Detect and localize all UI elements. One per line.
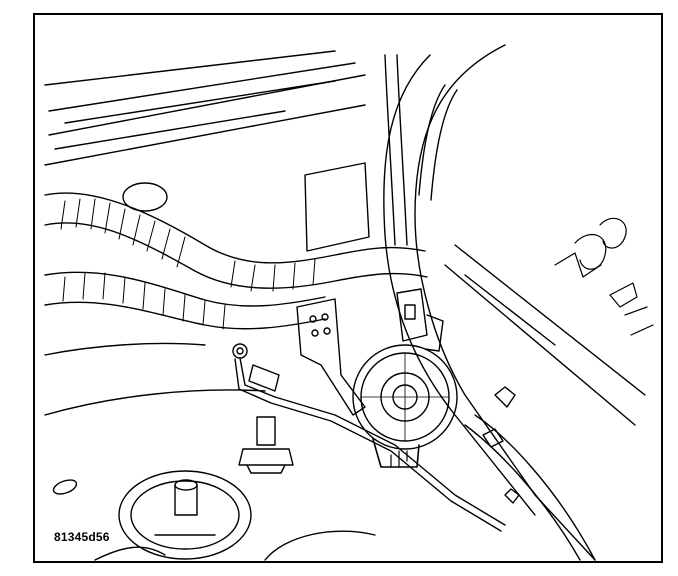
lower-body-lines [44,342,376,561]
engine-bay-line-drawing [44,44,654,561]
ground-stud [232,343,506,532]
apron-emboss-shapes [554,217,654,336]
panel-slot [52,479,78,495]
sensor-assembly [352,288,458,468]
hose-fittings [464,386,596,561]
hood-panel-lines [44,50,366,166]
mounting-bracket [296,298,366,416]
illustration-frame: 81345d56 [33,13,663,563]
fender-apron [383,44,646,561]
strut-mount [118,470,252,560]
wiring-harness [44,182,428,330]
figure-id-label: 81345d56 [51,530,113,544]
hoses-upper [304,54,458,252]
stud-bolt [238,416,294,474]
